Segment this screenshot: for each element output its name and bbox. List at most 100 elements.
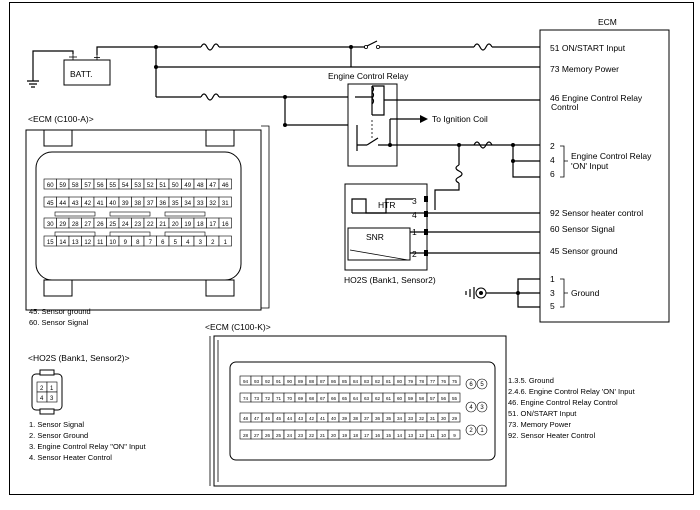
connector-pin-number: 73	[254, 396, 260, 401]
connector-k-title: <ECM (C100-K)>	[205, 322, 271, 332]
connector-pin-number: 22	[309, 433, 315, 438]
connector-pin-number: 60	[397, 396, 403, 401]
connector-pin-number: 17	[364, 433, 370, 438]
connector-pin-number: 79	[408, 379, 414, 384]
connector-pin-number: 61	[386, 396, 392, 401]
connector-pin-cell	[218, 196, 232, 208]
connector-pin-number: 20	[172, 222, 179, 228]
connector-pin-number: 72	[265, 396, 271, 401]
sensor-connector-pin-2: 2	[40, 386, 44, 392]
ecm-pin-5: 5	[550, 301, 555, 311]
connector-side-pin	[476, 378, 488, 390]
connector-pin-number: 82	[375, 379, 381, 384]
ecm-pin-6: 6	[550, 169, 555, 179]
ignition-coil-label: To Ignition Coil	[432, 114, 488, 124]
connector-pin-number: 46	[222, 183, 229, 189]
sensor-caption: HO2S (Bank1, Sensor2)	[344, 275, 436, 285]
connector-pin-number: 93	[254, 379, 260, 384]
connector-pin-number: 29	[59, 222, 66, 228]
connector-pin-number: 40	[109, 201, 116, 207]
connector-pin-number: 38	[353, 416, 359, 421]
connector-pin-number: 62	[375, 396, 381, 401]
connector-pin-number: 25	[109, 222, 116, 228]
connector-key-slot	[54, 231, 96, 237]
connector-pin-number: 30	[47, 222, 54, 228]
connector-pin-number: 68	[309, 396, 315, 401]
connector-pin-number: 19	[184, 222, 191, 228]
connector-pin-number: 6	[161, 240, 165, 246]
connector-pin-number: 1	[224, 240, 228, 246]
connector-k-legend-2: 2.4.6. Engine Control Relay 'ON' Input	[508, 387, 636, 396]
connector-side-pin	[476, 424, 488, 436]
connector-pin-number: 34	[184, 201, 191, 207]
connector-pin-number: 77	[430, 379, 436, 384]
connector-side-pin-number: 6	[469, 382, 473, 388]
connector-pin-number: 14	[397, 433, 403, 438]
relay-contact	[366, 137, 379, 146]
ecm-pin-92-label: 92 Sensor heater control	[550, 208, 643, 218]
connector-pin-number: 12	[84, 240, 91, 246]
battery-negative-wire	[32, 50, 74, 81]
connector-pin-cell	[218, 235, 232, 247]
connector-pin-number: 13	[408, 433, 414, 438]
connector-a-legend-2: 60. Sensor Signal	[29, 318, 89, 327]
connector-pin-number: 42	[84, 201, 91, 207]
relay-on-brace	[560, 145, 568, 178]
connector-pin-cell	[218, 217, 232, 229]
connector-side-pin	[465, 424, 477, 436]
connector-pin-number: 67	[320, 396, 326, 401]
connector-key-slot	[109, 231, 151, 237]
connector-pin-number: 60	[47, 183, 54, 189]
connector-pin-number: 58	[72, 183, 79, 189]
connector-side-pin-number: 3	[480, 405, 484, 411]
connector-pin-number: 76	[441, 379, 447, 384]
fuse-5	[455, 164, 463, 184]
connector-a-title: <ECM (C100-A)>	[28, 114, 94, 124]
connector-pin-number: 44	[59, 201, 66, 207]
connector-pin-number: 63	[364, 396, 370, 401]
ecm-pin-46-label: 46 Engine Control Relay	[550, 93, 643, 103]
connector-pin-number: 12	[419, 433, 425, 438]
connector-pin-number: 41	[320, 416, 326, 421]
connector-pin-number: 28	[243, 433, 249, 438]
connector-pin-number: 23	[134, 222, 141, 228]
fuse-1	[200, 43, 220, 51]
connector-pin-number: 21	[159, 222, 166, 228]
diagram-border	[9, 2, 694, 495]
connector-k-legend-3: 46. Engine Control Relay Control	[508, 398, 618, 407]
fuse-3	[200, 93, 220, 101]
connector-side-pin	[465, 401, 477, 413]
connector-pin-number: 66	[331, 396, 337, 401]
fuse-4	[473, 141, 493, 149]
sensor-connector-legend-1: 1. Sensor Signal	[29, 420, 84, 429]
connector-k-legend-6: 92. Sensor Heater Control	[508, 431, 595, 440]
connector-pin-number: 65	[342, 396, 348, 401]
relay-label: Engine Control Relay	[328, 71, 409, 81]
connector-pin-number: 18	[197, 222, 204, 228]
ignition-arrow-icon	[420, 115, 428, 123]
connector-pin-number: 59	[408, 396, 414, 401]
connector-pin-number: 7	[149, 240, 153, 246]
connector-pin-number: 88	[309, 379, 315, 384]
connector-pin-number: 25	[276, 433, 282, 438]
chassis-ground-icon	[465, 287, 475, 299]
connector-pin-number: 87	[320, 379, 326, 384]
connector-pin-number: 16	[375, 433, 381, 438]
ground-point-icon	[475, 287, 487, 299]
connector-pin-number: 55	[109, 183, 116, 189]
connector-pin-number: 45	[276, 416, 282, 421]
connector-pin-number: 19	[342, 433, 348, 438]
connector-side-pin-number: 4	[469, 405, 473, 411]
connector-pin-number: 35	[172, 201, 179, 207]
connector-pin-number: 74	[243, 396, 249, 401]
connector-pin-number: 5	[174, 240, 178, 246]
connector-pin-number: 18	[353, 433, 359, 438]
ecm-pin-73-label: 73 Memory Power	[550, 64, 619, 74]
connector-pin-number: 42	[309, 416, 315, 421]
connector-pin-number: 31	[222, 201, 229, 207]
connector-pin-number: 89	[298, 379, 304, 384]
connector-pin-number: 24	[122, 222, 129, 228]
connector-pin-number: 86	[331, 379, 337, 384]
battery-ground-icon	[27, 80, 39, 88]
